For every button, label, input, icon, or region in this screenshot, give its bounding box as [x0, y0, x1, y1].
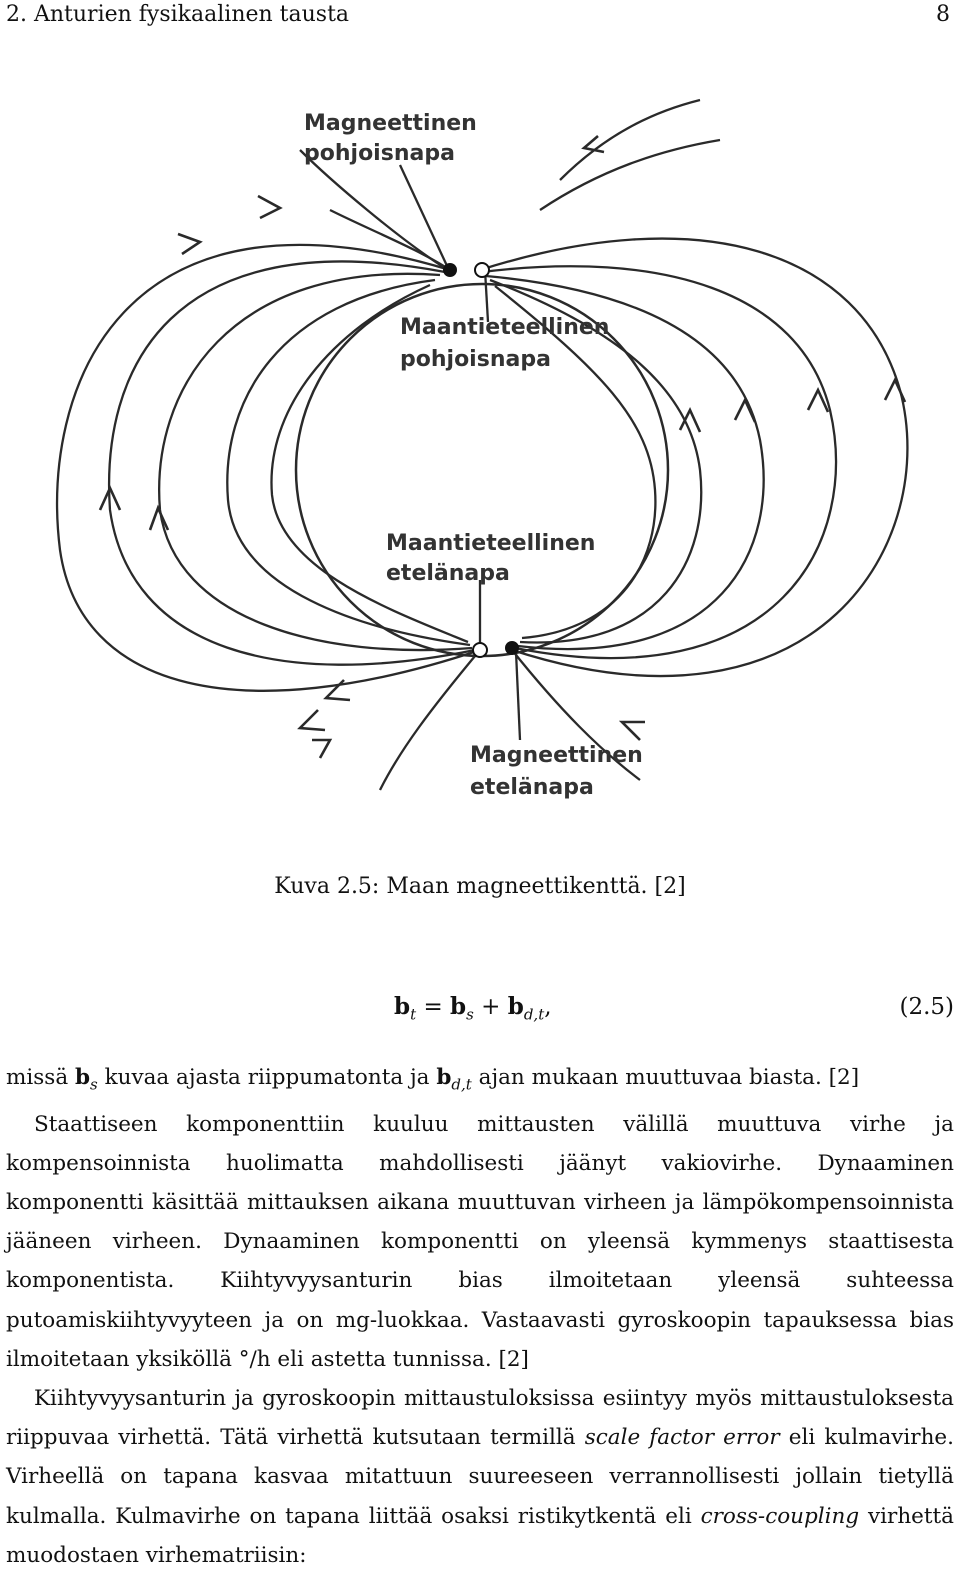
p1-sub-s: s — [90, 1075, 98, 1094]
p1-symbol-bdt: b — [436, 1065, 452, 1090]
arrowhead — [733, 396, 757, 423]
arrowhead — [581, 135, 605, 154]
p1-text-b: kuvaa ajasta riippumatonta ja — [97, 1065, 437, 1090]
eq-term1-sub: s — [466, 1005, 474, 1024]
geographic-north-pole-dot — [474, 262, 490, 278]
label-magnetic-south-2: etelänapa — [470, 775, 594, 800]
arrowhead — [678, 406, 702, 433]
field-line — [479, 237, 909, 678]
eq-plus: + — [481, 994, 501, 1020]
eq-equals: = — [423, 994, 443, 1020]
eq-term2-sub: d,t — [523, 1005, 545, 1024]
p1-symbol-bs: b — [74, 1065, 91, 1090]
arrowhead — [257, 194, 283, 220]
field-line — [481, 265, 838, 660]
label-geographic-north-1: Maantieteellinen — [400, 315, 609, 340]
chapter-title: 2. Anturien fysikaalinen tausta — [6, 2, 350, 27]
arrowhead — [148, 504, 170, 531]
field-line — [494, 285, 657, 640]
pointer-line — [398, 164, 450, 269]
field-line — [378, 649, 481, 791]
field-line — [108, 260, 476, 666]
field-line — [489, 278, 703, 644]
equation-2-5: bt = bs + bd,t, (2.5) — [0, 990, 960, 1024]
geographic-south-pole-dot — [472, 642, 488, 658]
p3-term-scale-factor-error: scale factor error — [584, 1425, 780, 1451]
p1-text-a: missä — [6, 1065, 75, 1090]
paragraph-1: missä bs kuvaa ajasta riippumatonta ja b… — [6, 1058, 954, 1105]
paragraph-2: Staattiseen komponenttiin kuuluu mittaus… — [6, 1111, 954, 1372]
eq-comma: , — [544, 994, 552, 1020]
eq-lhs-symbol: b — [394, 993, 411, 1020]
field-line — [329, 208, 451, 271]
field-line — [511, 649, 641, 781]
arrowhead — [98, 484, 122, 511]
field-line — [226, 278, 471, 647]
paragraph-3: Kiihtyvyysanturin ja gyroskoopin mittaus… — [6, 1379, 954, 1575]
arrowhead — [806, 386, 830, 413]
p3-term-cross-coupling: cross-coupling — [700, 1503, 860, 1529]
field-line — [56, 243, 481, 692]
label-geographic-south-1: Maantieteellinen — [386, 531, 595, 556]
p1-sub-dt: d,t — [451, 1075, 472, 1094]
eq-term1-symbol: b — [450, 993, 467, 1020]
magnetic-south-pole-dot — [505, 641, 519, 655]
label-magnetic-south-1: Magneettinen — [470, 743, 643, 768]
figure-earth-magnetic-field: Magneettinen pohjoisnapa Maantieteelline… — [0, 90, 960, 810]
label-geographic-north-2: pohjoisnapa — [400, 347, 551, 372]
arrowhead — [618, 720, 645, 741]
magnetic-north-pole-dot — [443, 263, 457, 277]
equation-formula: bt = bs + bd,t, — [394, 990, 552, 1032]
arrowhead — [323, 679, 351, 702]
pointer-line — [483, 269, 490, 323]
eq-term2-symbol: b — [507, 993, 524, 1020]
arrowhead — [177, 232, 203, 256]
field-line — [559, 98, 701, 181]
magnetic-field-diagram: Magneettinen pohjoisnapa Maantieteelline… — [56, 98, 909, 800]
label-magnetic-north-2: pohjoisnapa — [304, 141, 455, 166]
equation-number: (2.5) — [899, 994, 954, 1020]
field-line — [485, 274, 765, 651]
figure-caption: Kuva 2.5: Maan magneettikenttä. [2] — [274, 874, 686, 899]
p3-text-b: eli kulmavirhe. Virheellä on tapana kasv… — [6, 1425, 954, 1529]
field-line — [539, 138, 721, 211]
arrowhead — [297, 709, 326, 732]
p3-text-a: Kiihtyvyysanturin ja gyroskoopin mittaus… — [6, 1385, 954, 1451]
body-text: missä bs kuvaa ajasta riippumatonta ja b… — [6, 1058, 954, 1575]
page-number: 8 — [936, 2, 950, 27]
label-magnetic-north-1: Magneettinen — [304, 111, 477, 136]
p1-text-c: ajan mukaan muuttuvaa biasta. [2] — [471, 1065, 860, 1090]
label-geographic-south-2: etelänapa — [386, 561, 510, 586]
eq-lhs-sub: t — [410, 1005, 417, 1024]
page-header: 2. Anturien fysikaalinen tausta 8 — [0, 0, 960, 30]
pointer-line — [514, 651, 522, 741]
field-line — [270, 283, 469, 644]
arrowhead — [312, 738, 333, 759]
arrowhead — [883, 376, 907, 403]
